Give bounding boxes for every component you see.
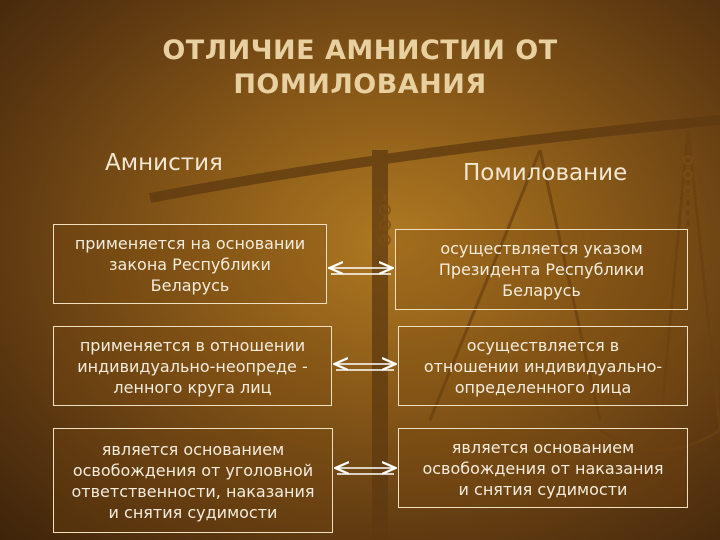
page-title: ОТЛИЧИЕ АМНИСТИИ ОТ ПОМИЛОВАНИЯ xyxy=(162,35,558,100)
amnesty-box-3: является основанием освобождения от угол… xyxy=(53,428,333,533)
pardon-box-3: является основанием освобождения от нака… xyxy=(398,428,688,508)
column-header-pardon: Помилование xyxy=(463,160,628,186)
pardon-box-1: осуществляется указом Президента Республ… xyxy=(395,229,688,310)
column-header-amnesty: Амнистия xyxy=(105,150,223,176)
amnesty-box-2: применяется в отношении индивидуально-не… xyxy=(53,326,332,406)
amnesty-box-1: применяется на основании закона Республи… xyxy=(53,224,327,304)
pardon-box-2: осуществляется в отношении индивидуально… xyxy=(398,326,688,406)
